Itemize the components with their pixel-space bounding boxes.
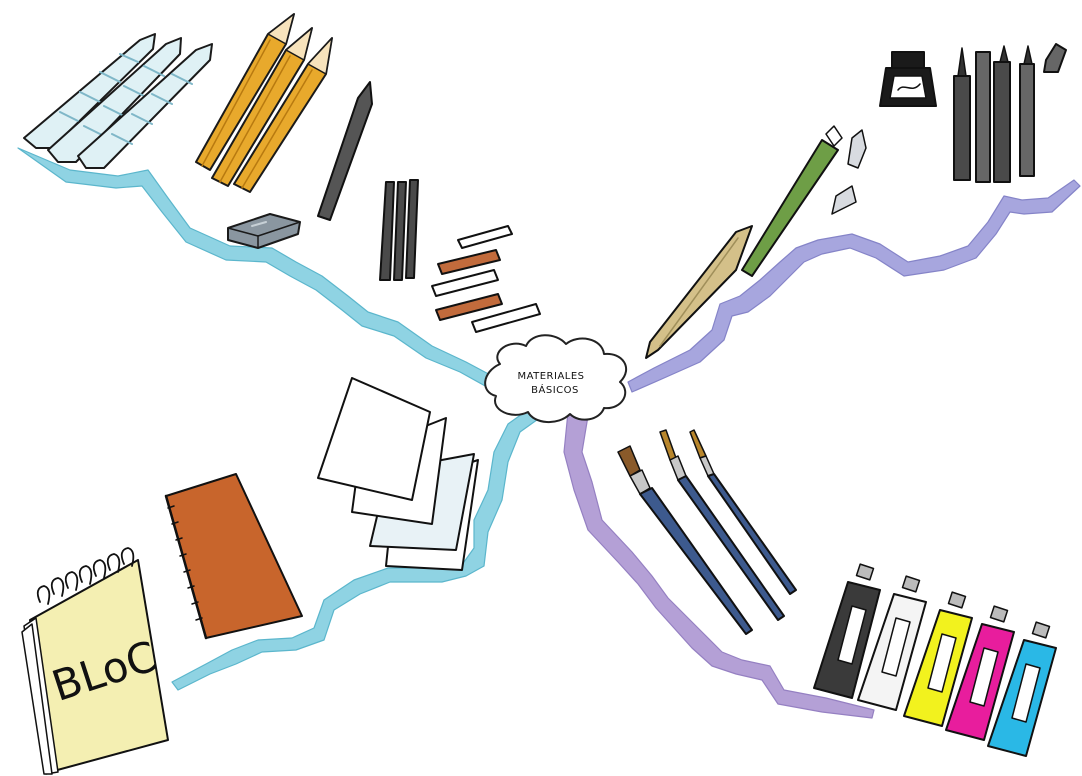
center-node: MATERIALES BÁSICOS (485, 335, 626, 422)
paper-sheets-icon (318, 378, 478, 570)
center-title-line1: MATERIALES (517, 371, 584, 382)
paper-stumps-icon (24, 34, 212, 168)
sketchbook-icon (166, 474, 302, 638)
bamboo-pen-icon (646, 226, 752, 358)
graphite-pencils-icon (196, 14, 332, 192)
center-title-line2: BÁSICOS (531, 383, 579, 396)
technical-pens-icon (954, 44, 1066, 182)
ink-bottle-icon (880, 52, 936, 106)
paintbrushes-icon (618, 430, 796, 634)
branch-drawing-upper (18, 148, 496, 392)
eraser-icon (228, 214, 300, 248)
graphite-stick-icon (318, 82, 372, 220)
paint-tubes-icon (814, 564, 1056, 756)
spiral-bloc-icon: BLoC (22, 548, 168, 774)
charcoal-sticks-icon (380, 180, 418, 280)
chalk-pastels-icon (432, 226, 540, 332)
